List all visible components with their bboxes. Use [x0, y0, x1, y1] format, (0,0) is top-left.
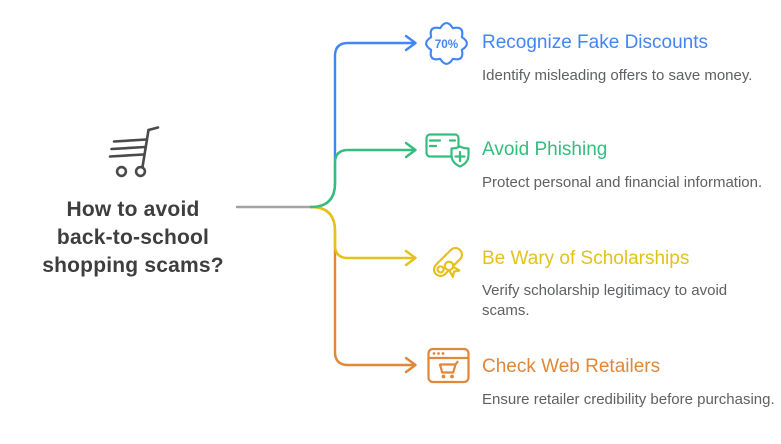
- card-shield-plus-icon: [425, 133, 470, 168]
- branch-desc-web-retailers: Ensure retailer credibility before purch…: [482, 391, 775, 408]
- discount-badge-label: 70%: [435, 38, 459, 51]
- page-title: How to avoid back-to-school shopping sca…: [20, 196, 246, 280]
- branch-line-fake-discounts: [309, 34, 417, 209]
- root-node: How to avoid back-to-school shopping sca…: [20, 120, 246, 280]
- browser-cart-icon: [427, 347, 470, 384]
- branch-desc-fake-discounts: Identify misleading offers to save money…: [482, 67, 753, 84]
- discount-badge-icon: 70%: [425, 22, 468, 65]
- branch-line-web-retailers: [309, 205, 417, 374]
- shopping-cart-icon: [108, 126, 160, 178]
- branch-desc-phishing: Protect personal and financial informati…: [482, 174, 763, 191]
- branch-title-phishing: Avoid Phishing: [482, 139, 608, 160]
- branch-desc-scholarships: Verify scholarship legitimacy to avoid s…: [482, 282, 728, 319]
- page-title-line3: shopping scams?: [42, 254, 224, 277]
- branch-line-phishing: [309, 141, 417, 209]
- branch-title-fake-discounts: Recognize Fake Discounts: [482, 32, 708, 53]
- branch-title-web-retailers: Check Web Retailers: [482, 356, 661, 377]
- page-title-line1: How to avoid: [66, 198, 200, 221]
- branch-line-scholarships: [309, 205, 417, 267]
- page-title-line2: back-to-school: [56, 226, 210, 249]
- diploma-icon: [432, 246, 464, 278]
- branch-title-scholarships: Be Wary of Scholarships: [482, 248, 690, 269]
